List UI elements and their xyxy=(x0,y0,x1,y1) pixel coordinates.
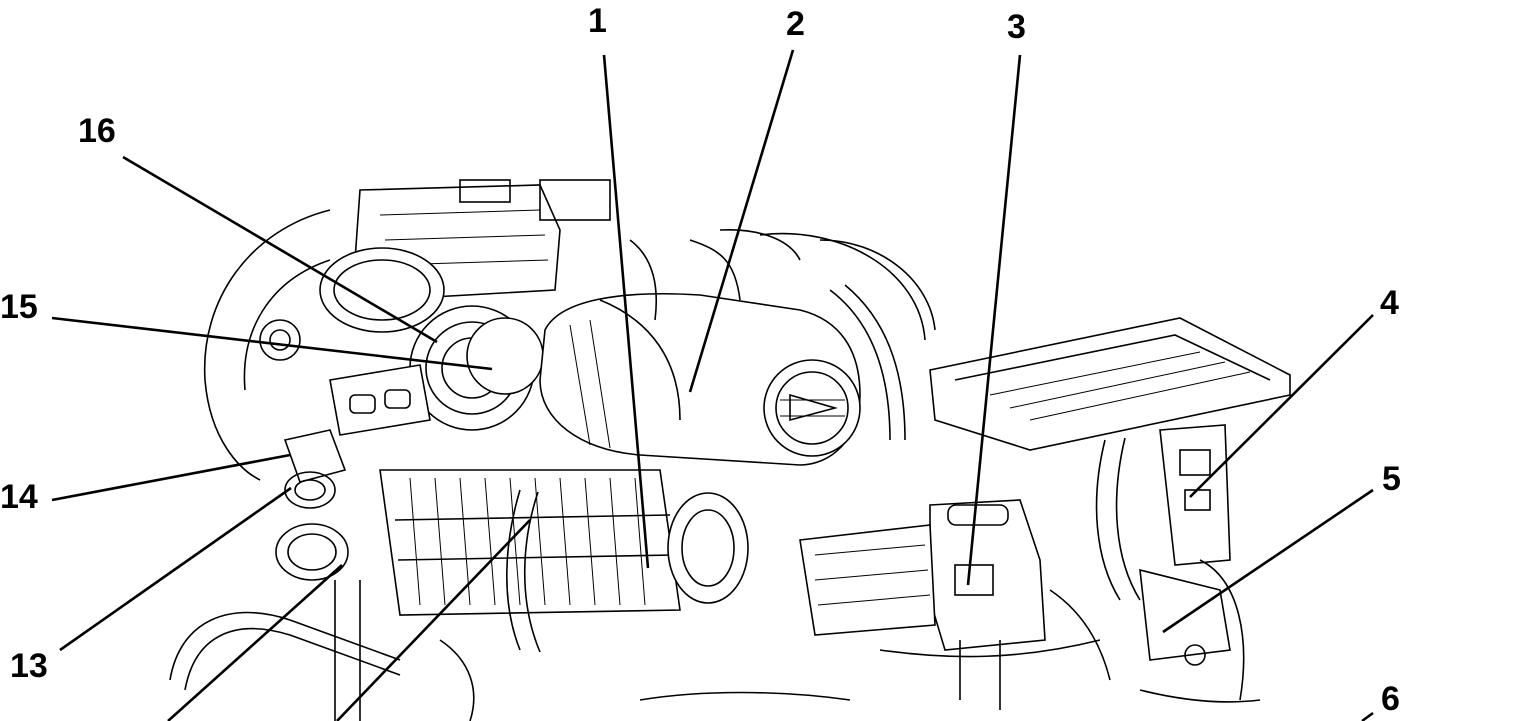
callout-1: 1 xyxy=(588,2,607,40)
callout-4: 4 xyxy=(1380,284,1399,322)
leader-13b xyxy=(167,564,343,721)
leader-lines xyxy=(51,49,1374,721)
callout-3: 3 xyxy=(1007,8,1026,46)
leader-3 xyxy=(966,54,1022,586)
leader-4 xyxy=(1189,314,1374,498)
leader-6 xyxy=(1361,711,1374,721)
sensor-cluster xyxy=(1159,424,1231,566)
valve-cover-ridge xyxy=(954,334,1271,381)
leader-2 xyxy=(688,49,795,393)
callout-16: 16 xyxy=(78,112,116,150)
control-module xyxy=(929,499,1046,651)
coolant-port-upper xyxy=(284,471,336,509)
callout-labels: 1 2 3 4 5 6 13 14 15 16 xyxy=(0,2,1401,718)
leader-12 xyxy=(336,519,531,721)
callout-13: 13 xyxy=(10,647,48,685)
callout-5: 5 xyxy=(1382,460,1401,498)
pump-body xyxy=(667,492,749,604)
leader-5 xyxy=(1162,488,1374,634)
leader-14 xyxy=(51,453,291,502)
leader-16 xyxy=(122,155,438,344)
egr-cooler xyxy=(379,469,681,616)
bracket-plate xyxy=(1139,568,1231,661)
side-housing xyxy=(799,524,936,636)
engine-illustration xyxy=(169,179,1291,721)
fan-shroud-outline xyxy=(203,209,331,481)
turbo-elbow xyxy=(319,247,445,333)
small-gear xyxy=(259,319,301,361)
coolant-port-lower xyxy=(275,523,349,581)
valve-cover xyxy=(929,317,1291,451)
leader-13 xyxy=(59,486,292,652)
duct-outlet xyxy=(763,359,861,457)
exhaust-flange xyxy=(329,364,431,436)
leader-15 xyxy=(51,316,493,371)
callout-15: 15 xyxy=(0,288,38,326)
callout-6: 6 xyxy=(1381,680,1400,718)
callout-2: 2 xyxy=(786,5,805,43)
leader-1 xyxy=(602,54,650,569)
callout-14: 14 xyxy=(0,478,38,516)
